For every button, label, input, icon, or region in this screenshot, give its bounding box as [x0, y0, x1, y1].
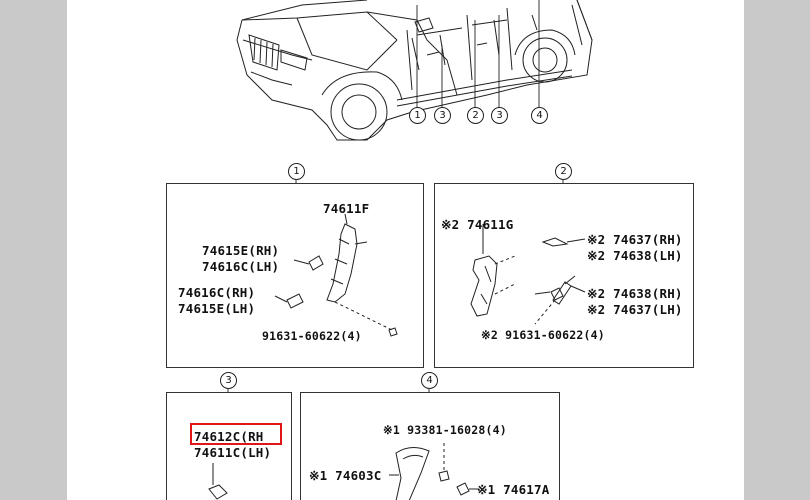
panel2-part-91631[interactable]: ※2 91631-60622(4) [481, 328, 605, 342]
callout-top-4[interactable]: 4 [531, 107, 548, 124]
panel-4: ※1 93381-16028(4) ※1 74603C ※1 74617A [300, 392, 560, 500]
panel1-part-74616C-rh[interactable]: 74616C(RH) [178, 285, 256, 300]
panel1-part-74615E-lh[interactable]: 74615E(LH) [178, 301, 256, 316]
panel2-part-74638-lh[interactable]: ※2 74638(LH) [587, 248, 683, 263]
panel4-part-74617A[interactable]: ※1 74617A [477, 482, 550, 497]
panel-3-parts-drawing [167, 393, 291, 500]
panel3-part-74611C-lh[interactable]: 74611C(LH) [194, 445, 272, 460]
panel2-part-74611G[interactable]: ※2 74611G [441, 217, 514, 232]
panel1-part-74611F[interactable]: 74611F [323, 201, 370, 216]
panel1-part-74615E-rh[interactable]: 74615E(RH) [202, 243, 280, 258]
vehicle-illustration [67, 0, 744, 160]
panel1-part-74616C-lh[interactable]: 74616C(LH) [202, 259, 280, 274]
panel4-part-74603C[interactable]: ※1 74603C [309, 468, 382, 483]
panel-3: 74612C(RH 74611C(LH) [166, 392, 292, 500]
panel-1: 74611F 74615E(RH) 74616C(LH) 74616C(RH) … [166, 183, 424, 368]
selected-part-highlight [190, 423, 282, 445]
panel1-part-91631[interactable]: 91631-60622(4) [262, 329, 362, 343]
panel-4-parts-drawing [301, 393, 559, 500]
callout-top-3b[interactable]: 3 [491, 107, 508, 124]
panel-2-parts-drawing [435, 184, 693, 367]
panel-1-parts-drawing [167, 184, 423, 367]
panel4-part-93381[interactable]: ※1 93381-16028(4) [383, 423, 507, 437]
panel2-part-74638-rh[interactable]: ※2 74638(RH) [587, 286, 683, 301]
callout-top-1[interactable]: 1 [409, 107, 426, 124]
panel3-part-74612C-rh[interactable]: 74612C(RH [194, 429, 264, 444]
panel-connectors [67, 0, 744, 500]
panel2-part-74637-lh[interactable]: ※2 74637(LH) [587, 302, 683, 317]
panel2-part-74637-rh[interactable]: ※2 74637(RH) [587, 232, 683, 247]
parts-diagram-sheet: 1 3 2 3 4 1 2 3 4 [67, 0, 744, 500]
panel-2: ※2 74611G ※2 74637(RH) ※2 74638(LH) ※2 7… [434, 183, 694, 368]
callout-top-2[interactable]: 2 [467, 107, 484, 124]
callout-top-3a[interactable]: 3 [434, 107, 451, 124]
